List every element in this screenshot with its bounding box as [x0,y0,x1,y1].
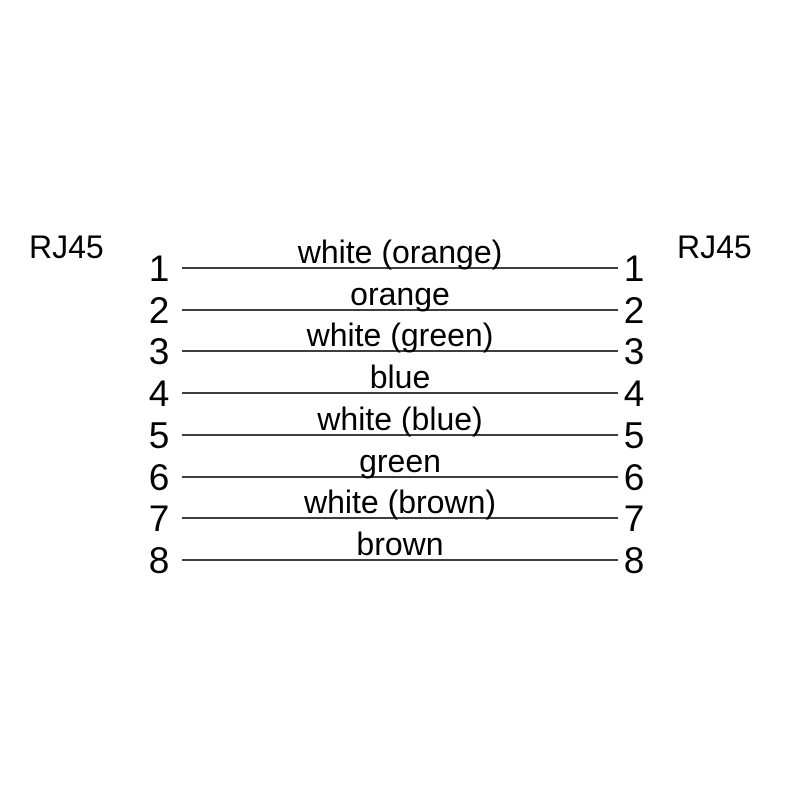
pin-number-right: 3 [623,331,645,372]
wire-color-label: orange [350,276,450,312]
wire-color-label: green [359,443,441,479]
pin-number-right: 4 [623,373,645,414]
pin-number-left: 4 [148,373,170,414]
wire-color-label: white (brown) [303,484,497,520]
pin-number-right: 6 [623,457,645,498]
right-connector-label: RJ45 [677,229,752,265]
pin-number-right: 8 [623,540,645,581]
left-connector-label: RJ45 [29,229,104,265]
wire-line [182,392,618,394]
wire-color-label: blue [369,359,431,395]
wire-line [182,559,618,561]
wire-color-label: white (blue) [317,401,483,437]
pin-number-right: 5 [623,415,645,456]
pin-number-right: 1 [623,248,645,289]
wire-line [182,309,618,311]
pin-number-left: 6 [148,457,170,498]
wire-line [182,267,618,269]
pin-number-left: 7 [148,498,170,539]
wire-color-label: white (green) [306,317,494,353]
pin-number-left: 2 [148,290,170,331]
pin-number-left: 1 [148,248,170,289]
wire-line [182,517,618,519]
pin-number-right: 7 [623,498,645,539]
pin-number-right: 2 [623,290,645,331]
wire-color-label: white (orange) [297,234,503,270]
pin-number-left: 8 [148,540,170,581]
wire-line [182,476,618,478]
pin-number-left: 3 [148,331,170,372]
wire-color-label: brown [356,526,444,562]
pin-number-left: 5 [148,415,170,456]
wire-line [182,350,618,352]
wire-line [182,434,618,436]
